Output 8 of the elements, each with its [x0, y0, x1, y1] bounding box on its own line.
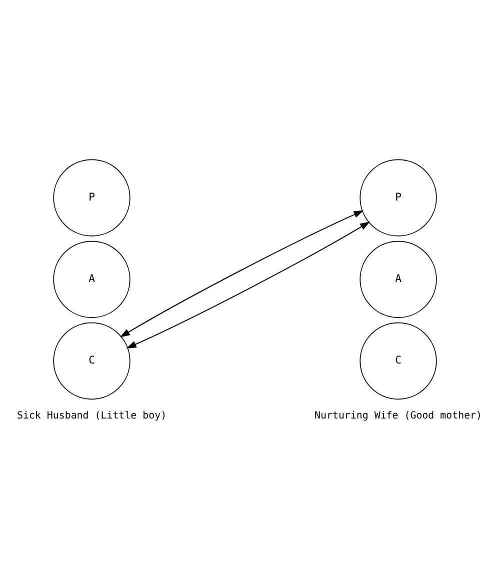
label: Sick Husband (Little boy)	[16, 410, 167, 422]
node-circle: C	[360, 322, 437, 400]
node-circle: A	[360, 240, 437, 318]
arrow	[126, 221, 370, 348]
node-circle: A	[53, 240, 130, 318]
node-circle: P	[53, 158, 130, 236]
label: Nurturing Wife (Good mother)	[314, 410, 482, 422]
arrow	[120, 210, 364, 337]
